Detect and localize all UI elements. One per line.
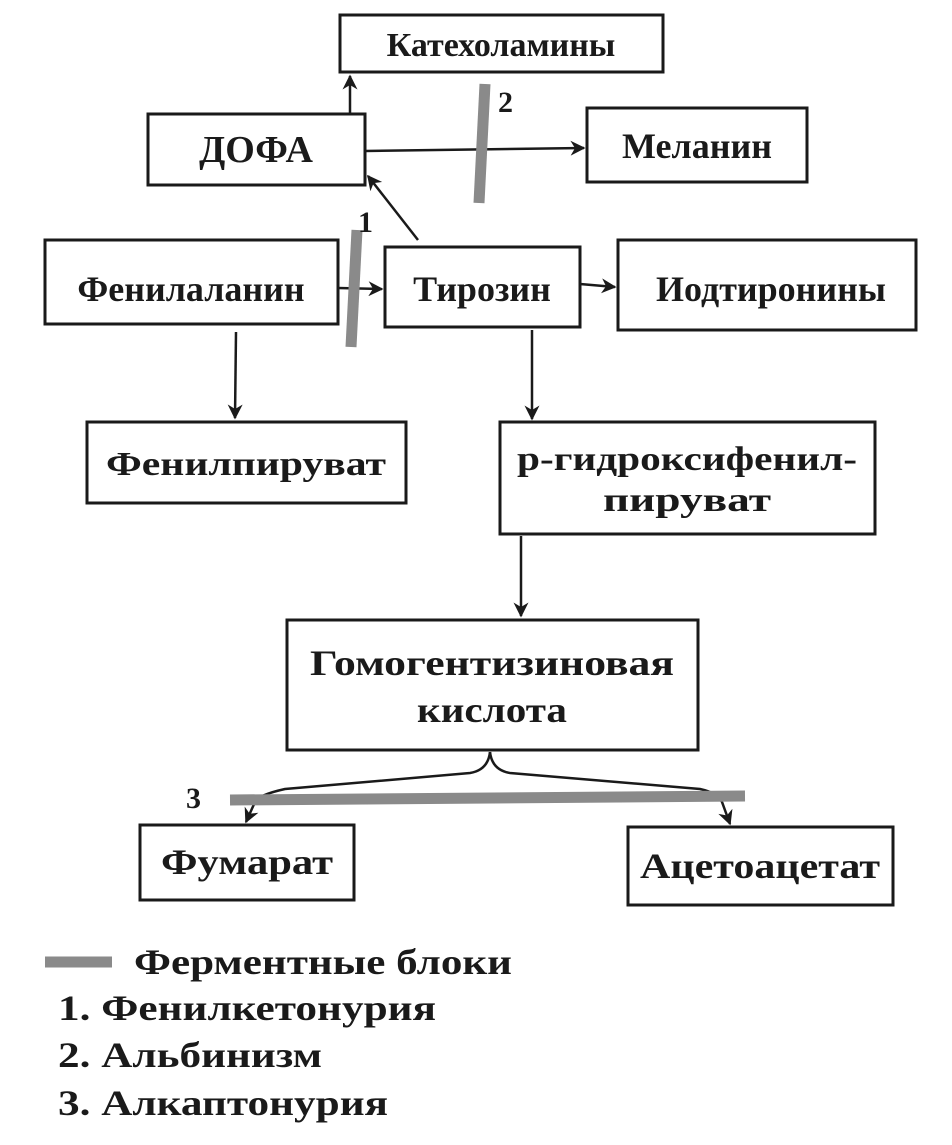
svg-text:Иодтиронины: Иодтиронины <box>656 269 886 309</box>
svg-text:Тирозин: Тирозин <box>413 269 551 309</box>
svg-text:пируват: пируват <box>603 482 771 519</box>
legend: Ферментные блоки 1. Фенилкетонурия 2. Ал… <box>45 942 512 1123</box>
edge-homogentisic-fumarate <box>244 751 492 824</box>
svg-text:Меланин: Меланин <box>622 126 772 166</box>
edge-phenylalanine-tyrosine <box>337 281 384 297</box>
svg-text:Фенилаланин: Фенилаланин <box>77 269 304 309</box>
edge-tyrosine-dopa <box>367 174 419 241</box>
block-label-3: 3 <box>186 782 201 815</box>
enzyme-block-3 <box>229 790 746 806</box>
node-dopa: ДОФА <box>146 112 367 187</box>
node-acetoacetate: Ацетоацетат <box>626 825 895 907</box>
enzyme-block-2 <box>473 83 491 204</box>
legend-item-2: 2. Альбинизм <box>58 1035 322 1075</box>
edge-dopa-melanin <box>364 140 586 156</box>
legend-item-3: 3. Алкаптонурия <box>58 1083 388 1123</box>
node-tyrosine: Тирозин <box>383 245 582 329</box>
node-phenylpyruvate: Фенилпируват <box>85 420 408 505</box>
svg-text:ДОФА: ДОФА <box>199 129 313 171</box>
node-melanin: Меланин <box>585 106 809 184</box>
svg-text:Фенилпируват: Фенилпируват <box>106 446 386 483</box>
node-phenylalanine: Фенилаланин <box>43 238 340 326</box>
node-catecholamines: Катехоламины <box>338 13 665 74</box>
legend-item-1: 1. Фенилкетонурия <box>58 988 436 1028</box>
node-iodothyronines: Иодтиронины <box>616 238 918 332</box>
edge-homogentisic-acetoacetate <box>488 751 733 826</box>
svg-text:Гомогентизиновая: Гомогентизиновая <box>310 643 674 683</box>
node-fumarate: Фумарат <box>138 823 356 902</box>
svg-text:кислота: кислота <box>417 690 567 730</box>
edge-tyrosine-iodothyronines <box>579 278 617 294</box>
svg-text:р-гидроксифенил-: р-гидроксифенил- <box>517 441 857 478</box>
svg-text:Фумарат: Фумарат <box>161 842 333 882</box>
svg-text:Катехоламины: Катехоламины <box>387 27 616 64</box>
block-label-2: 2 <box>498 86 513 119</box>
block-label-1: 1 <box>358 206 373 239</box>
node-hydroxyphenylpyruvate: р-гидроксифенил- пируват <box>498 420 877 536</box>
node-homogentisic-acid: Гомогентизиновая кислота <box>285 618 700 752</box>
edge-phenylalanine-phenylpyruvate <box>227 331 243 420</box>
legend-title: Ферментные блоки <box>134 942 512 982</box>
svg-text:Ацетоацетат: Ацетоацетат <box>640 846 880 886</box>
enzyme-block-1 <box>345 229 363 348</box>
